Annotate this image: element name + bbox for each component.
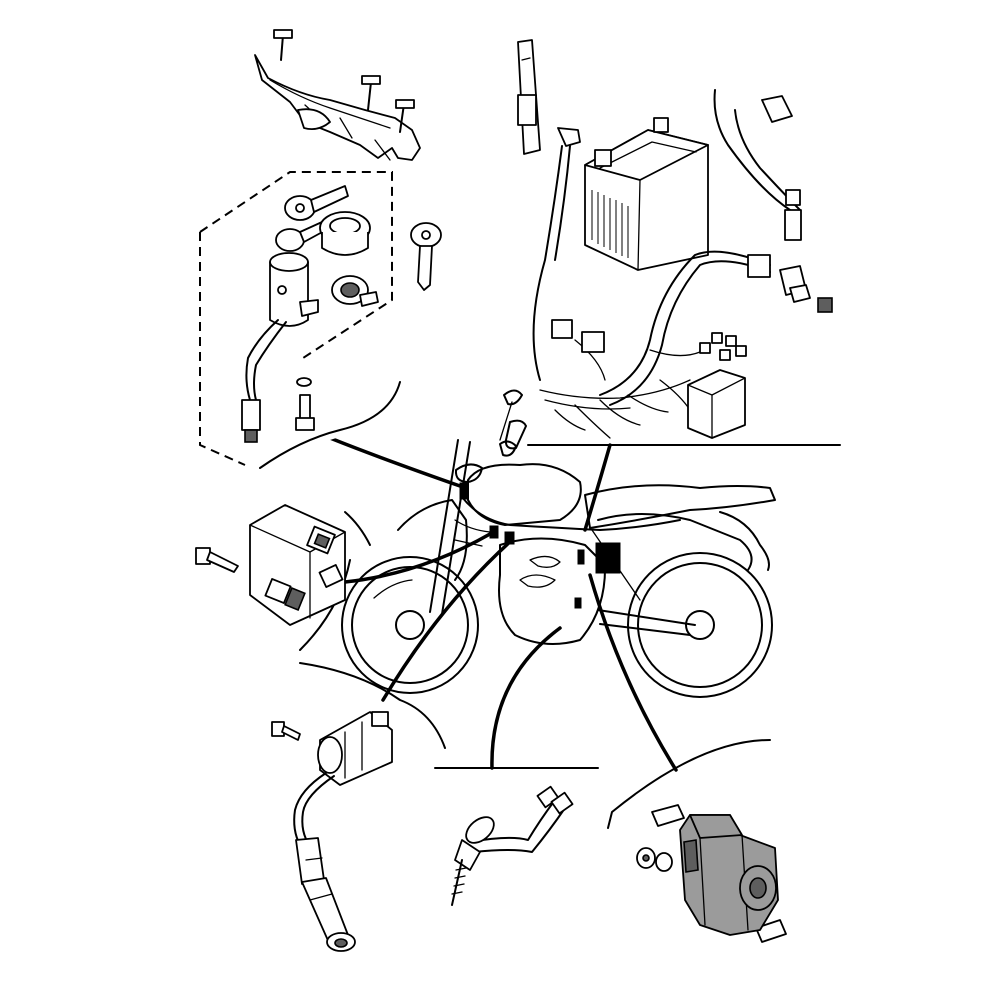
nut-icon [636, 847, 673, 872]
turn-signal-relay [779, 265, 833, 313]
fuse-icon [651, 804, 787, 943]
bolt-icon [273, 29, 415, 133]
lock-cylinder [331, 275, 379, 307]
main-switch-assembly [199, 171, 442, 470]
neutral-switch [434, 767, 599, 906]
fuse-box [687, 369, 746, 439]
wire-harness [539, 250, 771, 439]
battery-terminal-icon [594, 117, 669, 167]
cdi-unit [195, 504, 371, 651]
spare-key-icon [410, 222, 442, 291]
leader-lines [328, 436, 678, 772]
connector-icon [536, 785, 574, 815]
bolt-icon [271, 721, 301, 741]
rear-wheel [627, 552, 773, 698]
handlebar-cover-bracket [254, 29, 421, 161]
battery-band [517, 39, 541, 155]
battery [584, 117, 709, 271]
fuse-icon [699, 332, 747, 361]
battery-cable [532, 127, 581, 381]
positive-cable [713, 89, 802, 241]
bolt-icon [195, 547, 239, 573]
ignition-coil [271, 662, 446, 952]
battery-panel [517, 39, 841, 446]
starter-relay [607, 739, 787, 943]
motorcycle-silhouette [341, 389, 776, 698]
